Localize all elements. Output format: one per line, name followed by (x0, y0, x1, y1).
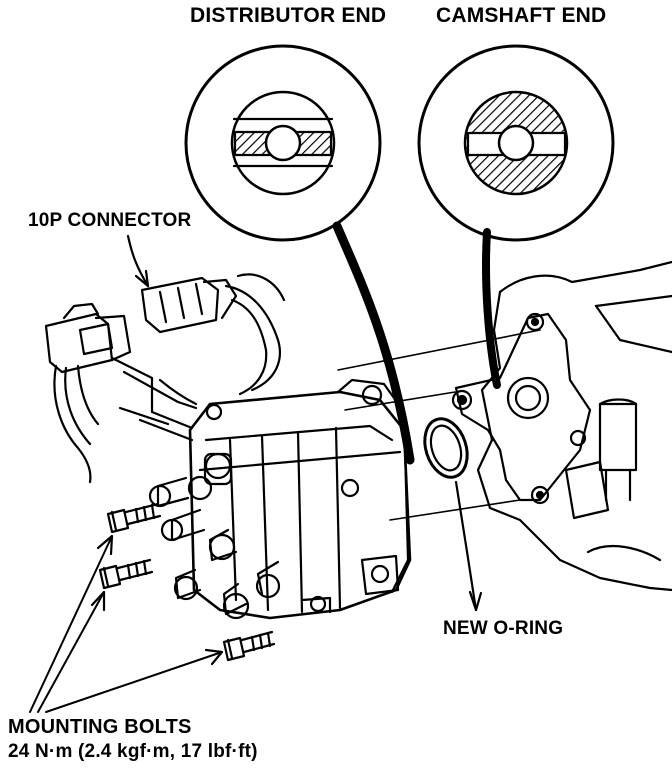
bolt-lower (222, 630, 276, 662)
mounting-bolts-label: MOUNTING BOLTS (8, 716, 192, 738)
o-ring-label: NEW O-RING (443, 618, 564, 639)
o-ring (423, 417, 483, 612)
distributor-end-detail (184, 44, 415, 465)
cylinder-head (451, 260, 672, 592)
bolt-upper (106, 502, 162, 534)
wiring-harness (44, 234, 286, 484)
distributor-end-label: DISTRIBUTOR END (190, 4, 387, 27)
mounting-bolts (29, 502, 276, 713)
torque-spec-label: 24 N·m (2.4 kgf·m, 17 lbf·ft) (8, 741, 258, 762)
camshaft-end-label: CAMSHAFT END (436, 4, 607, 27)
connector-label: 10P CONNECTOR (28, 210, 192, 231)
bolt-middle (98, 558, 154, 590)
distributor-body (148, 378, 412, 620)
camshaft-end-detail (417, 44, 615, 389)
